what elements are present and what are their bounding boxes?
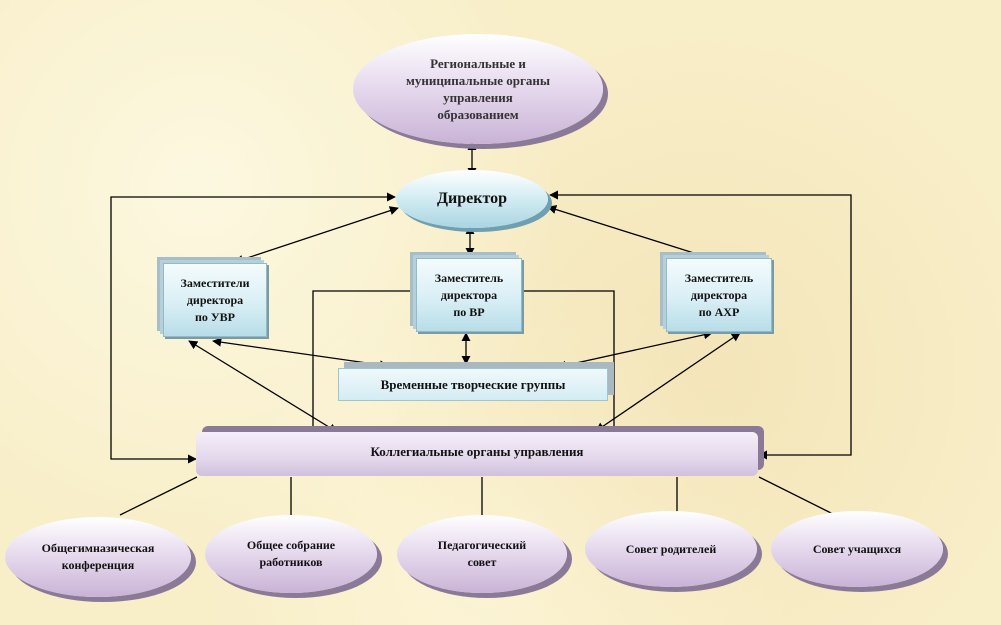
deputy-ahr-node: Заместитель директора по АХР (666, 258, 772, 332)
deputy-uvr-label: Заместители директора по УВР (180, 275, 250, 324)
regional-authorities-node: Региональные и муниципальные органы упра… (353, 34, 603, 144)
arrow-ahr-collegial (595, 332, 741, 432)
line-vr-collegial-left (312, 290, 415, 432)
collegial-bodies-node: Коллегиальные органы управления (196, 432, 758, 476)
conference-node: Общегимназическая конференция (5, 517, 191, 597)
deputy-ahr-label: Заместитель директора по АХР (684, 270, 754, 319)
arrow-director-uvr (234, 206, 399, 264)
students-council-node: Совет учащихся (771, 511, 943, 587)
arrow-uvr-groups (212, 337, 389, 370)
director-node: Директор (396, 170, 548, 228)
students-council-label: Совет учащихся (812, 541, 902, 556)
line-collegial-students (758, 476, 836, 516)
creative-groups-label: Временные творческие группы (380, 377, 566, 392)
arrow-collegial-director-right (549, 190, 852, 460)
deputy-vr-node: Заместитель директора по ВР (416, 258, 522, 332)
arrow-uvr-collegial (188, 340, 338, 433)
general-meeting-label: Общее собрание работников (246, 538, 336, 569)
arrow-director-ahr (547, 205, 717, 262)
pedagogical-council-node: Педагогический совет (397, 515, 567, 593)
parents-council-node: Совет родителей (585, 511, 757, 587)
line-vr-collegial-right (523, 290, 615, 432)
deputy-vr-label: Заместитель директора по ВР (434, 270, 504, 319)
director-label: Директор (437, 190, 507, 207)
pedagogical-council-label: Педагогический совет (437, 538, 527, 569)
arrow-collegial-director-left (110, 192, 396, 464)
line-collegial-conference (119, 476, 198, 516)
deputy-uvr-node: Заместители директора по УВР (163, 263, 267, 337)
parents-council-label: Совет родителей (625, 541, 717, 556)
regional-authorities-label: Региональные и муниципальные органы упра… (405, 56, 551, 122)
general-meeting-node: Общее собрание работников (205, 515, 377, 593)
conference-label: Общегимназическая конференция (41, 541, 155, 572)
arrow-ahr-groups (557, 330, 713, 370)
collegial-bodies-label: Коллегиальные органы управления (370, 443, 584, 459)
creative-groups-node: Временные творческие группы (338, 368, 608, 401)
